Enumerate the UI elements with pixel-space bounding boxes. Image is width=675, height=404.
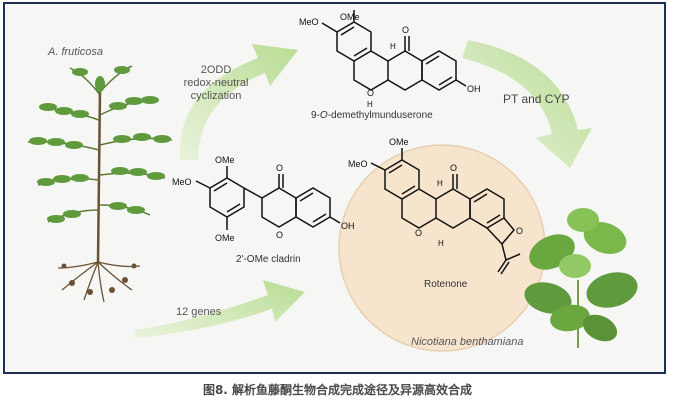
label-ome-rot: OMe (389, 137, 409, 147)
arrow-genes (135, 280, 305, 338)
label-o-furan-rot: O (516, 226, 523, 236)
label-o-keto-cladrin: O (276, 163, 283, 173)
label-o-keto-top: O (402, 25, 409, 35)
a-fruticosa-plant-icon (27, 65, 173, 303)
step-2odd-line2: redox-neutral (183, 77, 249, 89)
label-h-top-1: H (390, 42, 396, 51)
step-2odd-line1: 2ODD (200, 64, 232, 76)
intermediate-name: 9-O-demethylmunduserone (311, 110, 433, 121)
label-o-ring-rot: O (415, 228, 422, 238)
nicotiana-benthamiana-plant-icon (524, 208, 638, 348)
step-2odd-line3: cyclization (190, 90, 242, 102)
intermediate-suffix: -demethylmunduserone (327, 110, 433, 121)
step-2odd-label: 2ODD redox-neutral cyclization (181, 64, 251, 103)
intermediate-prefix: 9- (311, 110, 320, 121)
label-oh-top: OH (467, 84, 481, 94)
rotenone-highlight-circle (338, 144, 546, 352)
label-oh-cladrin: OH (341, 221, 355, 231)
label-ome-top: OMe (340, 12, 360, 22)
label-h-top-2: H (367, 100, 373, 109)
label-o-ring-top: O (367, 88, 374, 98)
host-plant-label: Nicotiana benthamiana (411, 336, 524, 348)
label-meo-cladrin: MeO (172, 177, 192, 187)
arrow-pt-cyp (462, 40, 592, 168)
cladrin-structure (195, 166, 341, 230)
label-meo-top: MeO (299, 17, 319, 27)
step-genes-label: 12 genes (176, 306, 222, 318)
label-ome-cladrin-2: OMe (215, 233, 235, 243)
rotenone-structure (370, 148, 521, 275)
arrow-2odd (179, 44, 298, 160)
label-o-ring-cladrin: O (276, 230, 283, 240)
label-ome-cladrin-1: OMe (215, 155, 235, 165)
step-pt-cyp-label: PT and CYP (503, 92, 570, 106)
demethylmunduserone-structure (321, 10, 467, 91)
label-h-rot-2: H (438, 239, 444, 248)
source-plant-label: A. fruticosa (48, 46, 104, 58)
intermediate-italic: O (319, 110, 328, 121)
figure-caption: 图8. 解析鱼藤酮生物合成完成途径及异源高效合成 (202, 383, 473, 397)
product-name: Rotenone (424, 279, 468, 290)
precursor-name: 2'-OMe cladrin (236, 254, 301, 265)
label-o-keto-rot: O (450, 163, 457, 173)
label-h-rot-1: H (437, 179, 443, 188)
label-meo-rot: MeO (348, 159, 368, 169)
